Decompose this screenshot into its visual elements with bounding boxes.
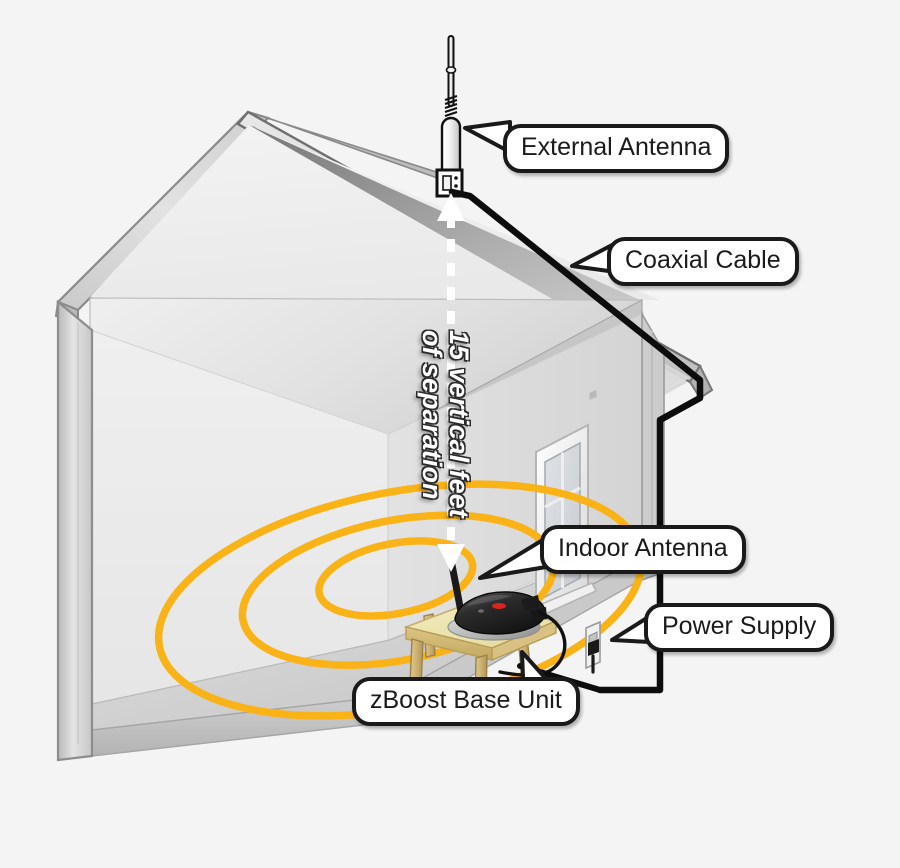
six-pane-window: [530, 423, 598, 620]
signal-ring-inner: [315, 537, 477, 620]
left-wall-post: [56, 299, 94, 762]
callout-zboost-base-unit-label: zBoost Base Unit: [370, 686, 562, 714]
coaxial-cable-line: [448, 188, 704, 694]
callout-zboost-base-unit[interactable]: zBoost Base Unit: [352, 677, 580, 726]
callout-coaxial-cable-label: Coaxial Cable: [625, 246, 781, 274]
callout-indoor-antenna-label: Indoor Antenna: [558, 534, 728, 562]
callout-power-supply-label: Power Supply: [662, 612, 817, 640]
status-led-grey: [478, 609, 484, 613]
callout-power-supply[interactable]: Power Supply: [644, 603, 835, 652]
external-antenna-device: [435, 35, 464, 198]
arrow-head-down: [437, 544, 465, 572]
power-cord: [498, 611, 567, 677]
callout-coaxial-cable[interactable]: Coaxial Cable: [607, 237, 799, 286]
arrow-head-up: [437, 193, 465, 221]
callout-indoor-antenna[interactable]: Indoor Antenna: [540, 525, 746, 574]
callout-external-antenna[interactable]: External Antenna: [503, 124, 730, 173]
wall-power-outlet: [585, 389, 601, 674]
callout-external-antenna-label: External Antenna: [521, 133, 712, 161]
separation-arrow: [437, 193, 465, 572]
status-led-red: [492, 603, 506, 609]
